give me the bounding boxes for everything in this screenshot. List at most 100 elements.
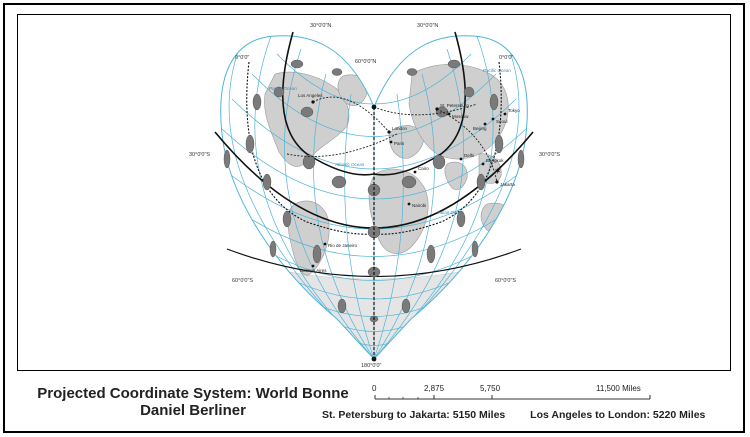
- distance-summary: St. Petersburg to Jakarta: 5150 Miles Lo…: [322, 409, 750, 421]
- ellipse: [447, 59, 461, 69]
- label-delhi: Delhi: [464, 153, 474, 158]
- marker-jakarta: [495, 180, 499, 184]
- bonne-map: ✶ 30°0'0"N 30°0'0"N 60°0'0"N 0°0'0" 0°0'…: [189, 23, 560, 369]
- label-cairo: Cairo: [418, 166, 429, 171]
- label-mid-right-lat: 30°0'0"S: [539, 152, 560, 158]
- label-rio: Rio de Janeiro: [328, 243, 358, 248]
- ellipse: [456, 210, 466, 228]
- label-pacific-left: Pacific Ocean: [269, 86, 297, 91]
- label-beijing: Beijing: [473, 126, 487, 131]
- india-land: [444, 161, 468, 190]
- north-america-land: [264, 71, 350, 167]
- marker-seoul: [491, 117, 495, 121]
- city-markers: [311, 100, 507, 362]
- ellipse: [223, 149, 231, 169]
- ellipse: [489, 93, 499, 111]
- marker-moscow: [447, 112, 451, 116]
- meridian-e1: [373, 93, 404, 359]
- label-upper-left-lon: 0°0'0": [235, 55, 249, 61]
- label-north-pole-lat: 60°0'0"N: [355, 59, 376, 65]
- ellipse: [406, 68, 418, 76]
- ellipse: [426, 244, 436, 264]
- ellipse: [517, 149, 525, 169]
- ellipse: [282, 210, 292, 228]
- marker-bangkok: [481, 162, 485, 166]
- scale-tick-3: 11,500 Miles: [596, 384, 641, 393]
- land-masses: [256, 64, 516, 359]
- routes: [286, 96, 498, 183]
- marker-south-pole: [371, 356, 377, 362]
- europe-land: [388, 125, 424, 159]
- distance-la-london: Los Angeles to London: 5220 Miles: [530, 409, 706, 421]
- map-title-block: Projected Coordinate System: World Bonne…: [18, 385, 368, 419]
- wavy-line-left: [246, 61, 375, 235]
- label-bangkok: Bangkok: [486, 158, 504, 163]
- marker-paris: [389, 140, 393, 144]
- ellipse: [331, 68, 343, 76]
- ellipse: [273, 86, 285, 98]
- ellipse: [463, 86, 475, 98]
- label-upper-right-lon: 0°0'0": [499, 55, 513, 61]
- ellipse: [302, 154, 316, 170]
- route-extra-1: [286, 133, 398, 157]
- wavy-line-right: [373, 61, 502, 235]
- label-moscow: Moscow: [452, 114, 469, 119]
- scale-bar-graphic: [374, 395, 651, 400]
- distance-stpete-jakarta: St. Petersburg to Jakarta: 5150 Miles: [322, 409, 506, 421]
- ellipse: [401, 298, 411, 314]
- marker-st-petersburg: [435, 107, 439, 111]
- australia-land: [480, 202, 516, 236]
- label-jakarta: Jakarta: [500, 182, 515, 187]
- ellipse: [331, 175, 347, 189]
- ellipse: [337, 298, 347, 314]
- label-pacific-right: Pacific Ocean: [483, 68, 511, 73]
- ellipse: [476, 173, 486, 191]
- ellipse: [312, 244, 322, 264]
- label-lower-left-lat: 60°0'0"S: [232, 278, 253, 284]
- route-la-london: [312, 96, 390, 133]
- africa-land: [368, 168, 429, 254]
- arc-30n-left: [281, 31, 375, 176]
- marker-los-angeles: [311, 100, 315, 104]
- ellipse: [252, 93, 262, 111]
- label-tokyo: Tokyo: [508, 108, 520, 113]
- marker-beijing: [483, 122, 487, 126]
- graticule-labels: 30°0'0"N 30°0'0"N 60°0'0"N 0°0'0" 0°0'0"…: [189, 23, 560, 369]
- tissot-ellipses: [223, 59, 525, 323]
- ellipse: [245, 134, 255, 154]
- marker-tokyo: [503, 112, 507, 116]
- outer-frame: [3, 3, 745, 433]
- label-paris: Paris: [394, 141, 405, 146]
- meridian-e2: [373, 73, 435, 359]
- ellipse: [494, 134, 504, 154]
- label-buenos-aires: Buenos Aires: [300, 268, 327, 273]
- label-nairobi: Nairobi: [412, 203, 426, 208]
- label-indian: Indian Ocean: [437, 210, 464, 215]
- marker-cairo: [413, 170, 417, 174]
- label-lower-right-lat: 60°0'0"S: [495, 278, 516, 284]
- route-extra-2: [373, 103, 478, 116]
- map-title: Projected Coordinate System: World Bonne: [37, 385, 349, 402]
- arc-30n-right: [373, 31, 467, 176]
- ellipse: [262, 173, 272, 191]
- map-frame: [17, 14, 731, 371]
- meridian-w1: [344, 93, 375, 359]
- label-top-left-lat: 30°0'0"N: [310, 23, 331, 29]
- marker-rio: [323, 242, 327, 246]
- marker-london: [387, 130, 391, 134]
- meridian-e3: [373, 48, 464, 359]
- marker-delhi: [459, 157, 463, 161]
- scale-tick-0: 0: [372, 384, 377, 393]
- marker-north-pole: [371, 104, 377, 110]
- star-icon: ✶: [494, 166, 502, 176]
- label-los-angeles: Los Angeles: [298, 93, 323, 98]
- label-london: London: [392, 126, 408, 131]
- ellipse: [269, 240, 277, 258]
- label-st-petersburg: St. Petersburg: [440, 103, 469, 108]
- ellipse: [401, 175, 417, 189]
- scale-bar: 0 2,875 5,750 11,500 Miles: [368, 384, 668, 408]
- ellipse: [300, 106, 314, 118]
- scale-tick-1: 2,875: [424, 384, 445, 393]
- meridian-w3: [284, 48, 375, 359]
- ellipse: [432, 154, 446, 170]
